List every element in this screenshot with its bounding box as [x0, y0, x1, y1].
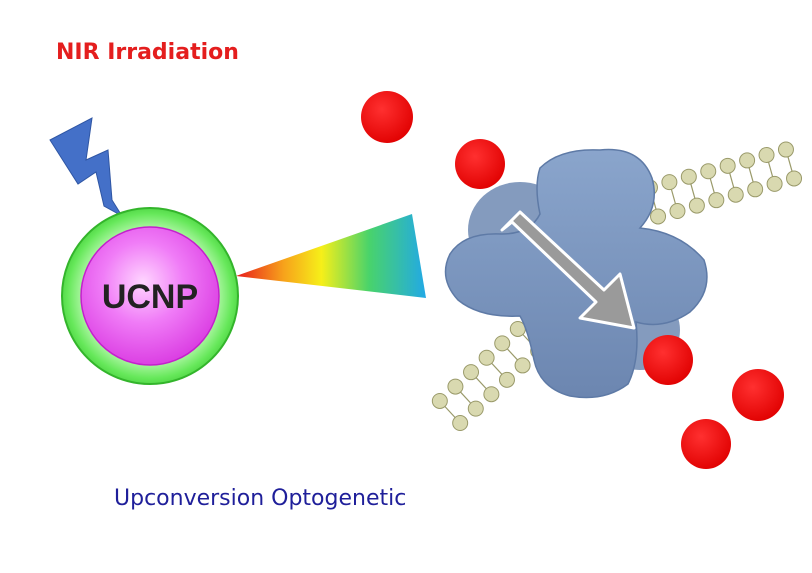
lipid-head [758, 146, 775, 163]
upconverted-light-beam [236, 214, 426, 298]
ion [732, 369, 784, 421]
lipid-head [463, 364, 480, 381]
lipid-head [688, 197, 705, 214]
lipid-head [494, 335, 511, 352]
ucnp-particle: UCNP [61, 207, 239, 385]
lipid-head [719, 157, 736, 174]
ion [361, 91, 413, 143]
lipid-head [467, 400, 484, 417]
lipid-head [669, 203, 686, 220]
lightning-bolt-icon [49, 117, 123, 217]
lipid-head [514, 357, 531, 374]
lipid-head [498, 371, 515, 388]
lipid-head [680, 168, 697, 185]
lipid-head [708, 192, 725, 209]
lipid-head [650, 208, 667, 225]
lipid-head [431, 392, 448, 409]
lipid-head [766, 175, 783, 192]
lipid-head [483, 386, 500, 403]
ion-group [361, 91, 784, 469]
upconversion-optogenetic-caption: Upconversion Optogenetic [114, 486, 407, 511]
ion-flow-arrow-icon [500, 210, 636, 330]
lipid-head [747, 181, 764, 198]
lipid-head [661, 174, 678, 191]
lipid-head [786, 170, 803, 187]
lipid-head [452, 415, 469, 432]
lipid-head [478, 349, 495, 366]
ion [681, 419, 731, 469]
ion [643, 335, 693, 385]
lipid-head [700, 163, 717, 180]
lipid-head [727, 186, 744, 203]
ion [455, 139, 505, 189]
nir-irradiation-title: NIR Irradiation [56, 40, 239, 65]
lipid-head [777, 141, 794, 158]
lipid-head [739, 152, 756, 169]
ucnp-label: UCNP [102, 278, 198, 316]
lipid-head [447, 378, 464, 395]
